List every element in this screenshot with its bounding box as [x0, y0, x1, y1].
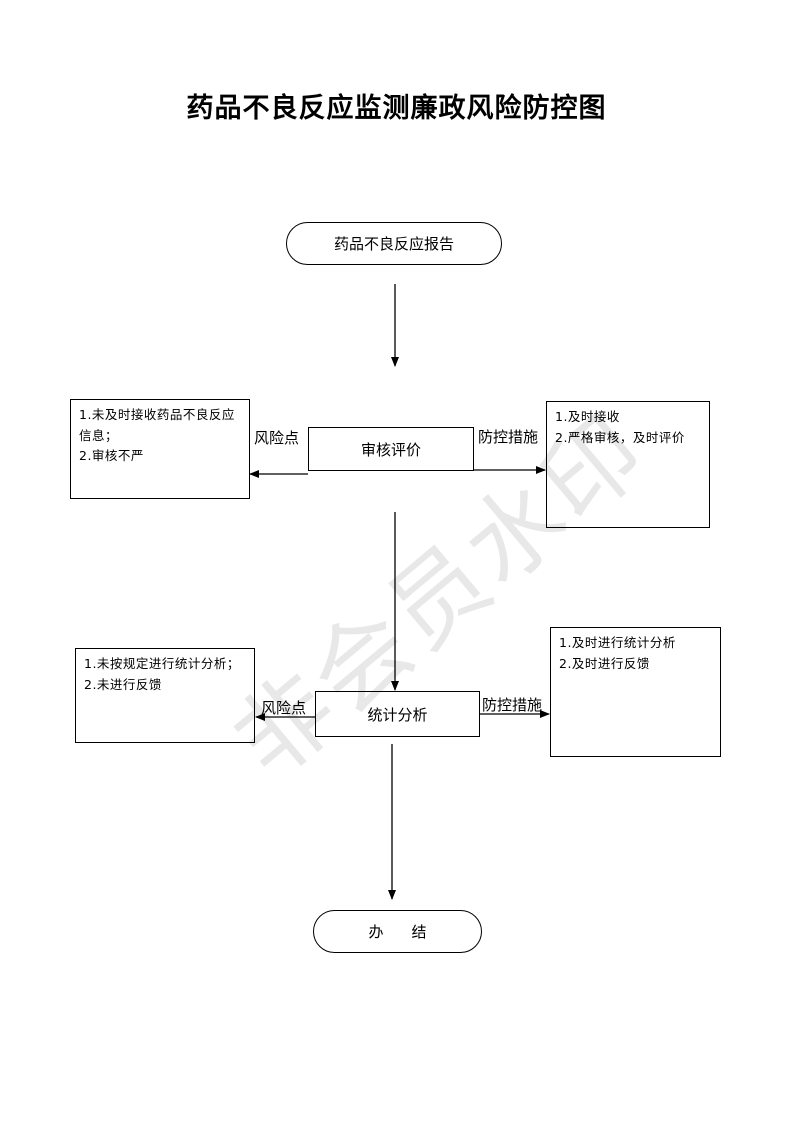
start-node-label: 药品不良反应报告: [333, 235, 454, 253]
review-control-item: 2.严格审核，及时评价: [555, 429, 685, 445]
review-control-box: 1.及时接收 2.严格审核，及时评价: [546, 401, 710, 528]
analysis-node: 统计分析: [315, 691, 480, 737]
analysis-control-item: 1.及时进行统计分析: [559, 635, 676, 650]
analysis-risk-box: 1.未按规定进行统计分析； 2.未进行反馈: [75, 648, 255, 743]
review-node-label: 审核评价: [360, 440, 421, 459]
end-node-label-right: 结: [411, 923, 427, 941]
page-title: 药品不良反应监测廉政风险防控图: [186, 93, 607, 124]
start-node: 药品不良反应报告: [286, 222, 502, 265]
review-control-item: 1.及时接收: [555, 409, 620, 424]
review-risk-item: 2.审核不严: [79, 448, 144, 464]
end-node: 办 结: [313, 910, 482, 953]
analysis-node-label: 统计分析: [367, 705, 428, 724]
analysis-control-label: 防控措施: [482, 696, 543, 714]
analysis-risk-item: 2.未进行反馈: [84, 676, 162, 692]
review-control-label: 防控措施: [478, 428, 539, 446]
review-risk-box: 1.未及时接收药品不良反应信息； 2.审核不严: [70, 399, 250, 499]
analysis-risk-label: 风险点: [261, 699, 307, 717]
end-node-label-left: 办: [368, 923, 384, 941]
review-risk-label: 风险点: [254, 429, 300, 447]
analysis-control-box: 1.及时进行统计分析 2.及时进行反馈: [550, 627, 721, 757]
review-node: 审核评价: [308, 427, 474, 471]
analysis-risk-item: 1.未按规定进行统计分析；: [84, 656, 240, 671]
analysis-control-item: 2.及时进行反馈: [559, 655, 650, 671]
review-risk-item: 1.未及时接收药品不良反应信息；: [79, 407, 235, 443]
